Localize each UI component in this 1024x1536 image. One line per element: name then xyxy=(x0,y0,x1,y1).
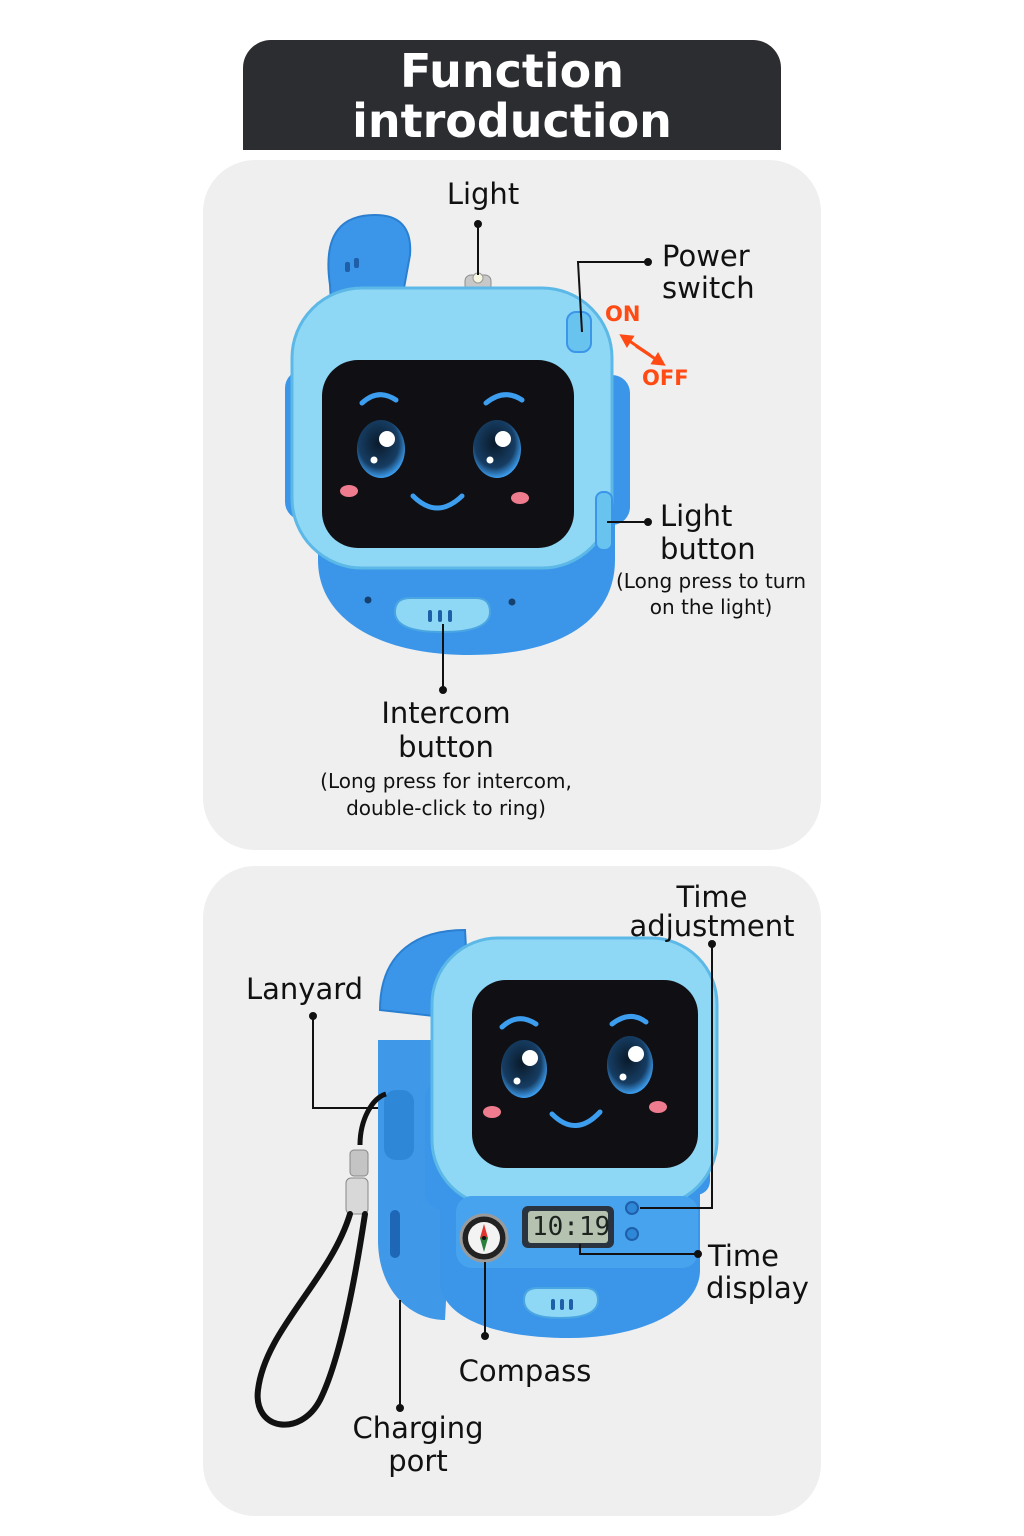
front-callout-lines xyxy=(439,220,652,694)
charging-port-slot[interactable] xyxy=(390,1210,400,1258)
label-light-button-note2: on the light) xyxy=(649,595,773,619)
power-switch-slider[interactable] xyxy=(566,311,592,353)
time-adjust-button-2[interactable] xyxy=(625,1227,639,1241)
label-intercom-line2: button xyxy=(398,730,494,764)
label-intercom-line1: Intercom xyxy=(381,696,511,730)
label-compass: Compass xyxy=(458,1354,592,1388)
lcd-time-display xyxy=(522,1206,614,1248)
time-adjust-button[interactable] xyxy=(625,1201,639,1215)
walkie-talkie-side xyxy=(254,928,719,1428)
label-charging-port-line2: port xyxy=(388,1444,448,1478)
banner-title-line1: Function xyxy=(399,44,624,98)
label-light-button-note1: (Long press to turn xyxy=(615,569,807,593)
label-time-display-line2: display xyxy=(706,1271,809,1305)
switch-on-label: ON xyxy=(605,302,641,326)
lcd-time-text: 10:19 xyxy=(532,1212,611,1242)
walkie-talkie-front xyxy=(285,213,630,655)
label-intercom-note2: double-click to ring) xyxy=(346,796,546,820)
on-off-arrows-icon xyxy=(619,334,666,366)
label-time-adjustment-line1: Time xyxy=(676,880,748,914)
label-charging-port-line1: Charging xyxy=(352,1411,484,1445)
title-banner: Function introduction xyxy=(243,40,781,150)
label-time-display-line1: Time xyxy=(708,1239,779,1273)
compass-icon xyxy=(459,1213,509,1263)
side-callout-lines xyxy=(309,940,716,1412)
label-time-adjustment-line2: adjustment xyxy=(629,909,795,943)
label-light-button-line1: Light xyxy=(660,499,733,533)
intercom-front-button[interactable] xyxy=(393,597,492,634)
intercom-side-button[interactable] xyxy=(522,1287,600,1320)
label-light-button-line2: button xyxy=(660,532,756,566)
banner-title-line2: introduction xyxy=(352,94,672,148)
label-intercom-note1: (Long press for intercom, xyxy=(320,769,572,793)
switch-off-label: OFF xyxy=(642,366,689,390)
label-light: Light xyxy=(446,177,520,211)
flashlight-icon xyxy=(464,272,492,292)
label-power-switch-line2: switch xyxy=(662,271,755,305)
label-lanyard: Lanyard xyxy=(246,972,364,1006)
lanyard-cord xyxy=(254,1091,387,1428)
label-power-switch-line1: Power xyxy=(662,239,750,273)
